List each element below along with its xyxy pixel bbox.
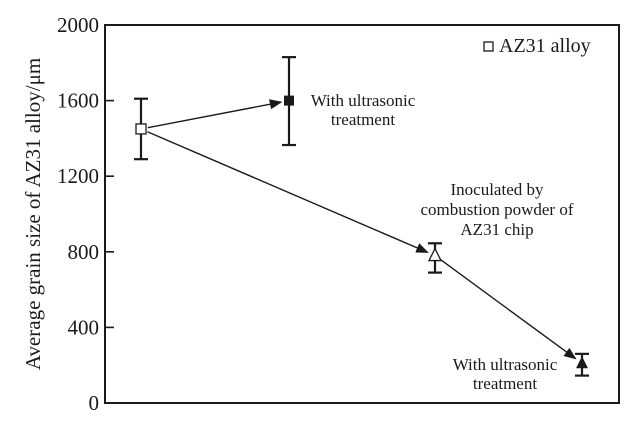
data-point-inoculated-ultrasonic bbox=[575, 352, 589, 377]
y-tick-label: 2000 bbox=[57, 13, 99, 37]
marker-open-square bbox=[135, 123, 147, 135]
marker-open-triangle bbox=[427, 247, 443, 262]
annotation-line: Inoculated by bbox=[451, 180, 544, 199]
y-axis-ticks: 0 400 800 1200 1600 2000 bbox=[57, 13, 114, 415]
marker-filled-square bbox=[284, 95, 294, 106]
y-tick-label: 1600 bbox=[57, 89, 99, 113]
data-point-ultrasonic bbox=[282, 56, 296, 147]
annotation-line: With ultrasonic bbox=[311, 91, 416, 110]
arrows bbox=[147, 99, 577, 360]
data-point-inoculated bbox=[427, 242, 443, 274]
y-axis-title: Average grain size of AZ31 alloy/μm bbox=[21, 58, 45, 370]
data-points bbox=[134, 56, 589, 377]
y-tick-label: 0 bbox=[89, 391, 100, 415]
marker-filled-triangle bbox=[576, 356, 588, 369]
annotation-line: treatment bbox=[331, 110, 395, 129]
annotation-line: combustion powder of bbox=[421, 200, 574, 219]
legend-marker-open-square bbox=[483, 41, 494, 52]
arrow-inoculated-to-inoculated-ultrasonic bbox=[440, 259, 577, 360]
y-tick-label: 800 bbox=[68, 240, 100, 264]
annotation-line: AZ31 chip bbox=[460, 220, 533, 239]
data-point-as-cast bbox=[134, 97, 148, 161]
annotation-line: treatment bbox=[473, 374, 537, 393]
y-tick-label: 1200 bbox=[57, 164, 99, 188]
y-tick-label: 400 bbox=[68, 315, 100, 339]
arrow-as-cast-to-inoculated bbox=[147, 131, 429, 254]
legend-label: AZ31 alloy bbox=[499, 35, 591, 57]
plot-frame bbox=[104, 24, 620, 404]
legend: AZ31 alloy bbox=[483, 35, 591, 57]
arrow-as-cast-to-ultrasonic bbox=[147, 99, 283, 129]
annotation-line: With ultrasonic bbox=[453, 355, 558, 374]
